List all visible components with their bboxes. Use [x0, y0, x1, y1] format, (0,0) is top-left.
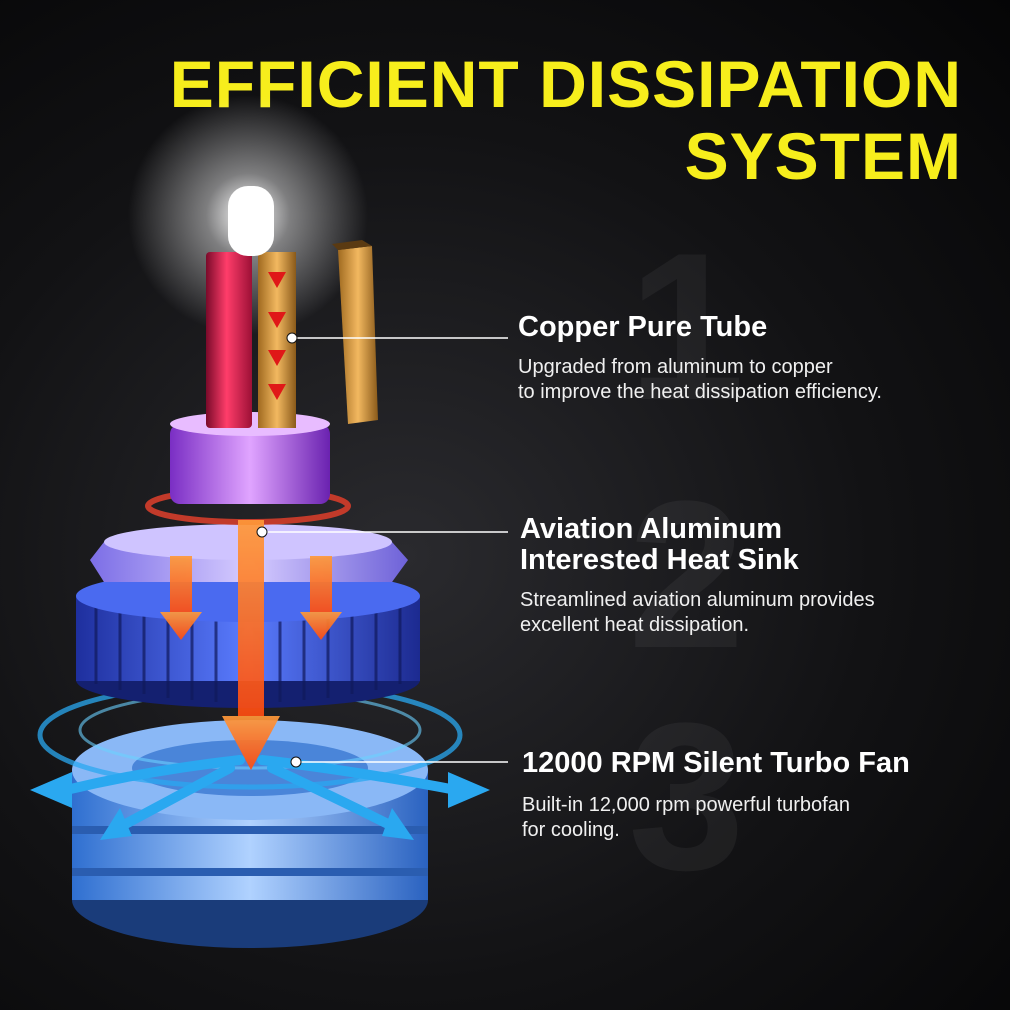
- feature-heading: Aviation Aluminum Interested Heat Sink: [520, 513, 799, 576]
- copper-pure-tube: [338, 246, 378, 424]
- heat-flow-arrows: [160, 520, 342, 770]
- watermark-number-1: 1: [628, 209, 745, 444]
- feature-description: Built-in 12,000 rpm powerful turbofan fo…: [522, 794, 850, 841]
- watermark-number-2: 2: [628, 457, 745, 692]
- feature-silent-turbo-fan: 12000 RPM Silent Turbo Fan Built-in 12,0…: [522, 748, 910, 843]
- callout-dot-2: [256, 526, 268, 538]
- airflow-arrows: [61, 755, 461, 833]
- feature-aviation-aluminum-heat-sink: Aviation Aluminum Interested Heat Sink S…: [520, 514, 875, 638]
- feature-heading: 12000 RPM Silent Turbo Fan: [522, 747, 910, 779]
- feature-heading: Copper Pure Tube: [518, 311, 768, 343]
- bulb-base: [170, 424, 330, 504]
- led-chip: [228, 186, 274, 256]
- callout-dot-1: [286, 332, 298, 344]
- page-title-line-2: SYSTEM: [684, 119, 962, 193]
- feature-copper-pure-tube: Copper Pure Tube Upgraded from aluminum …: [518, 312, 882, 405]
- watermark-number-3: 3: [628, 679, 745, 914]
- feature-description: Streamlined aviation aluminum provides e…: [520, 589, 875, 636]
- feature-description: Upgraded from aluminum to copper to impr…: [518, 356, 882, 403]
- callout-dot-3: [290, 756, 302, 768]
- heat-flow-small-arrows: [268, 272, 286, 400]
- callout-lines: [262, 337, 508, 763]
- red-tube: [206, 252, 252, 428]
